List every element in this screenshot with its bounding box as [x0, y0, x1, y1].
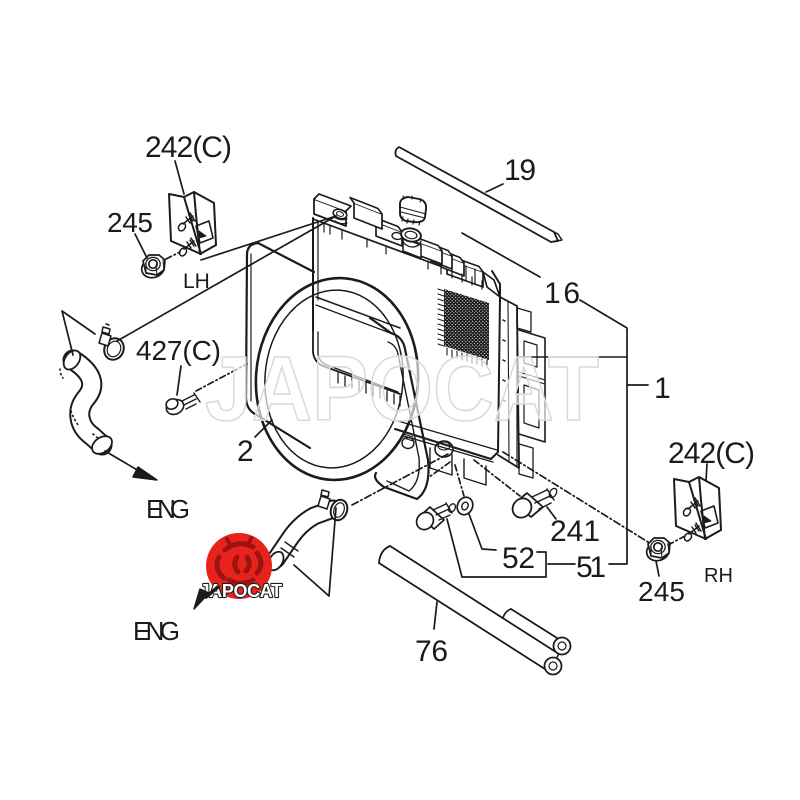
- svg-text:52: 52: [502, 542, 535, 575]
- svg-text:RH: RH: [704, 565, 733, 587]
- svg-text:245: 245: [638, 576, 685, 607]
- svg-text:ENG: ENG: [146, 494, 190, 524]
- svg-text:19: 19: [504, 154, 536, 187]
- svg-text:245: 245: [107, 207, 153, 238]
- svg-text:242(C): 242(C): [668, 437, 755, 470]
- svg-text:ENG: ENG: [133, 616, 180, 646]
- svg-text:76: 76: [415, 635, 448, 668]
- svg-text:51: 51: [576, 551, 606, 584]
- svg-text:241: 241: [550, 515, 600, 548]
- svg-text:LH: LH: [183, 270, 210, 293]
- svg-text:1: 1: [654, 372, 671, 405]
- svg-text:242(C): 242(C): [145, 131, 232, 164]
- svg-text:16: 16: [544, 277, 580, 310]
- svg-text:JAPOCAT: JAPOCAT: [200, 581, 283, 601]
- svg-text:427(C): 427(C): [136, 335, 221, 366]
- svg-text:JAPOCAT: JAPOCAT: [205, 338, 599, 440]
- svg-text:2: 2: [237, 435, 254, 468]
